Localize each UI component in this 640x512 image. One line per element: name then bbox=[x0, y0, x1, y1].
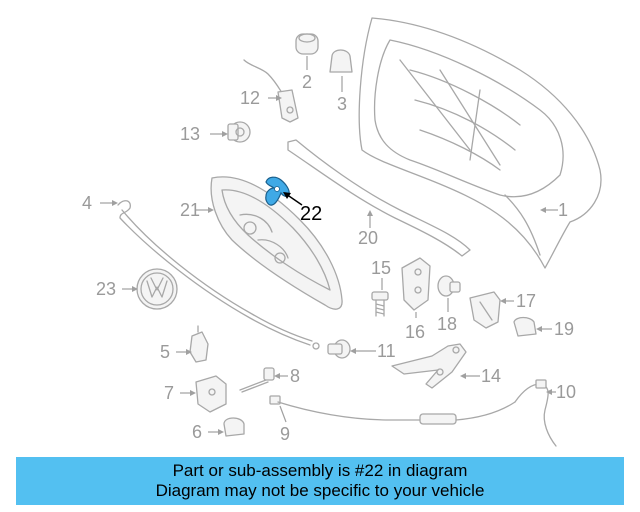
callout-20: 20 bbox=[358, 228, 378, 248]
part-14-hinge bbox=[391, 343, 467, 389]
part-12-bracket bbox=[243, 59, 299, 123]
callout-6: 6 bbox=[192, 422, 202, 442]
part-22-clip-highlighted bbox=[265, 176, 290, 206]
callout-22-highlighted: 22 bbox=[300, 203, 322, 225]
callout-23: 23 bbox=[96, 279, 116, 299]
banner-line-disclaimer: Diagram may not be specific to your vehi… bbox=[155, 481, 485, 500]
banner-line-part-number: Part or sub-assembly is #22 in diagram bbox=[172, 461, 468, 480]
callout-13: 13 bbox=[180, 124, 200, 144]
callout-8: 8 bbox=[290, 366, 300, 386]
part-6-cap bbox=[223, 417, 245, 437]
callout-12: 12 bbox=[240, 88, 260, 108]
callout-18: 18 bbox=[437, 314, 457, 334]
callout-14: 14 bbox=[481, 366, 501, 386]
callout-2: 2 bbox=[302, 72, 312, 92]
callout-9: 9 bbox=[280, 424, 290, 444]
callout-1: 1 bbox=[558, 200, 568, 220]
callout-leaders bbox=[100, 95, 558, 435]
callout-15: 15 bbox=[371, 258, 391, 278]
part-23-emblem bbox=[136, 268, 178, 310]
part-1-hood bbox=[358, 17, 602, 269]
part-8-bolt bbox=[239, 367, 275, 393]
part-16-lock-bracket bbox=[401, 257, 431, 311]
part-19-buffer bbox=[513, 316, 537, 337]
callout-10: 10 bbox=[556, 382, 576, 402]
part-3-bump-stop bbox=[329, 49, 353, 92]
part-13-grommet bbox=[227, 121, 251, 143]
part-5-clip bbox=[189, 325, 209, 363]
part-18-grommet bbox=[437, 275, 461, 297]
part-4-release-cable bbox=[117, 200, 320, 350]
part-2-bump-stop bbox=[295, 33, 319, 70]
callout-11: 11 bbox=[377, 341, 396, 361]
callout-4: 4 bbox=[82, 193, 92, 213]
part-9-cable bbox=[269, 395, 516, 425]
callout-17: 17 bbox=[516, 291, 536, 311]
part-11-grommet bbox=[327, 339, 351, 359]
callout-labels: 1 2 3 4 5 6 7 8 9 10 11 12 13 14 15 16 1… bbox=[82, 72, 576, 444]
callout-19: 19 bbox=[554, 319, 574, 339]
callout-16: 16 bbox=[405, 322, 425, 342]
callout-3: 3 bbox=[337, 94, 347, 114]
callout-5: 5 bbox=[160, 342, 170, 362]
parts-diagram: 1 2 3 4 5 6 7 8 9 10 11 12 13 14 15 16 1… bbox=[82, 17, 602, 447]
callout-21: 21 bbox=[180, 200, 200, 220]
part-20-support-rod bbox=[287, 139, 471, 257]
info-banner: Part or sub-assembly is #22 in diagram D… bbox=[16, 457, 624, 505]
part-21-insulation-pad bbox=[210, 176, 343, 310]
part-15-bolt bbox=[371, 291, 389, 317]
part-17-bracket bbox=[469, 291, 501, 329]
part-10-cable bbox=[514, 379, 557, 447]
callout-7: 7 bbox=[164, 383, 174, 403]
part-7-latch bbox=[195, 375, 227, 413]
